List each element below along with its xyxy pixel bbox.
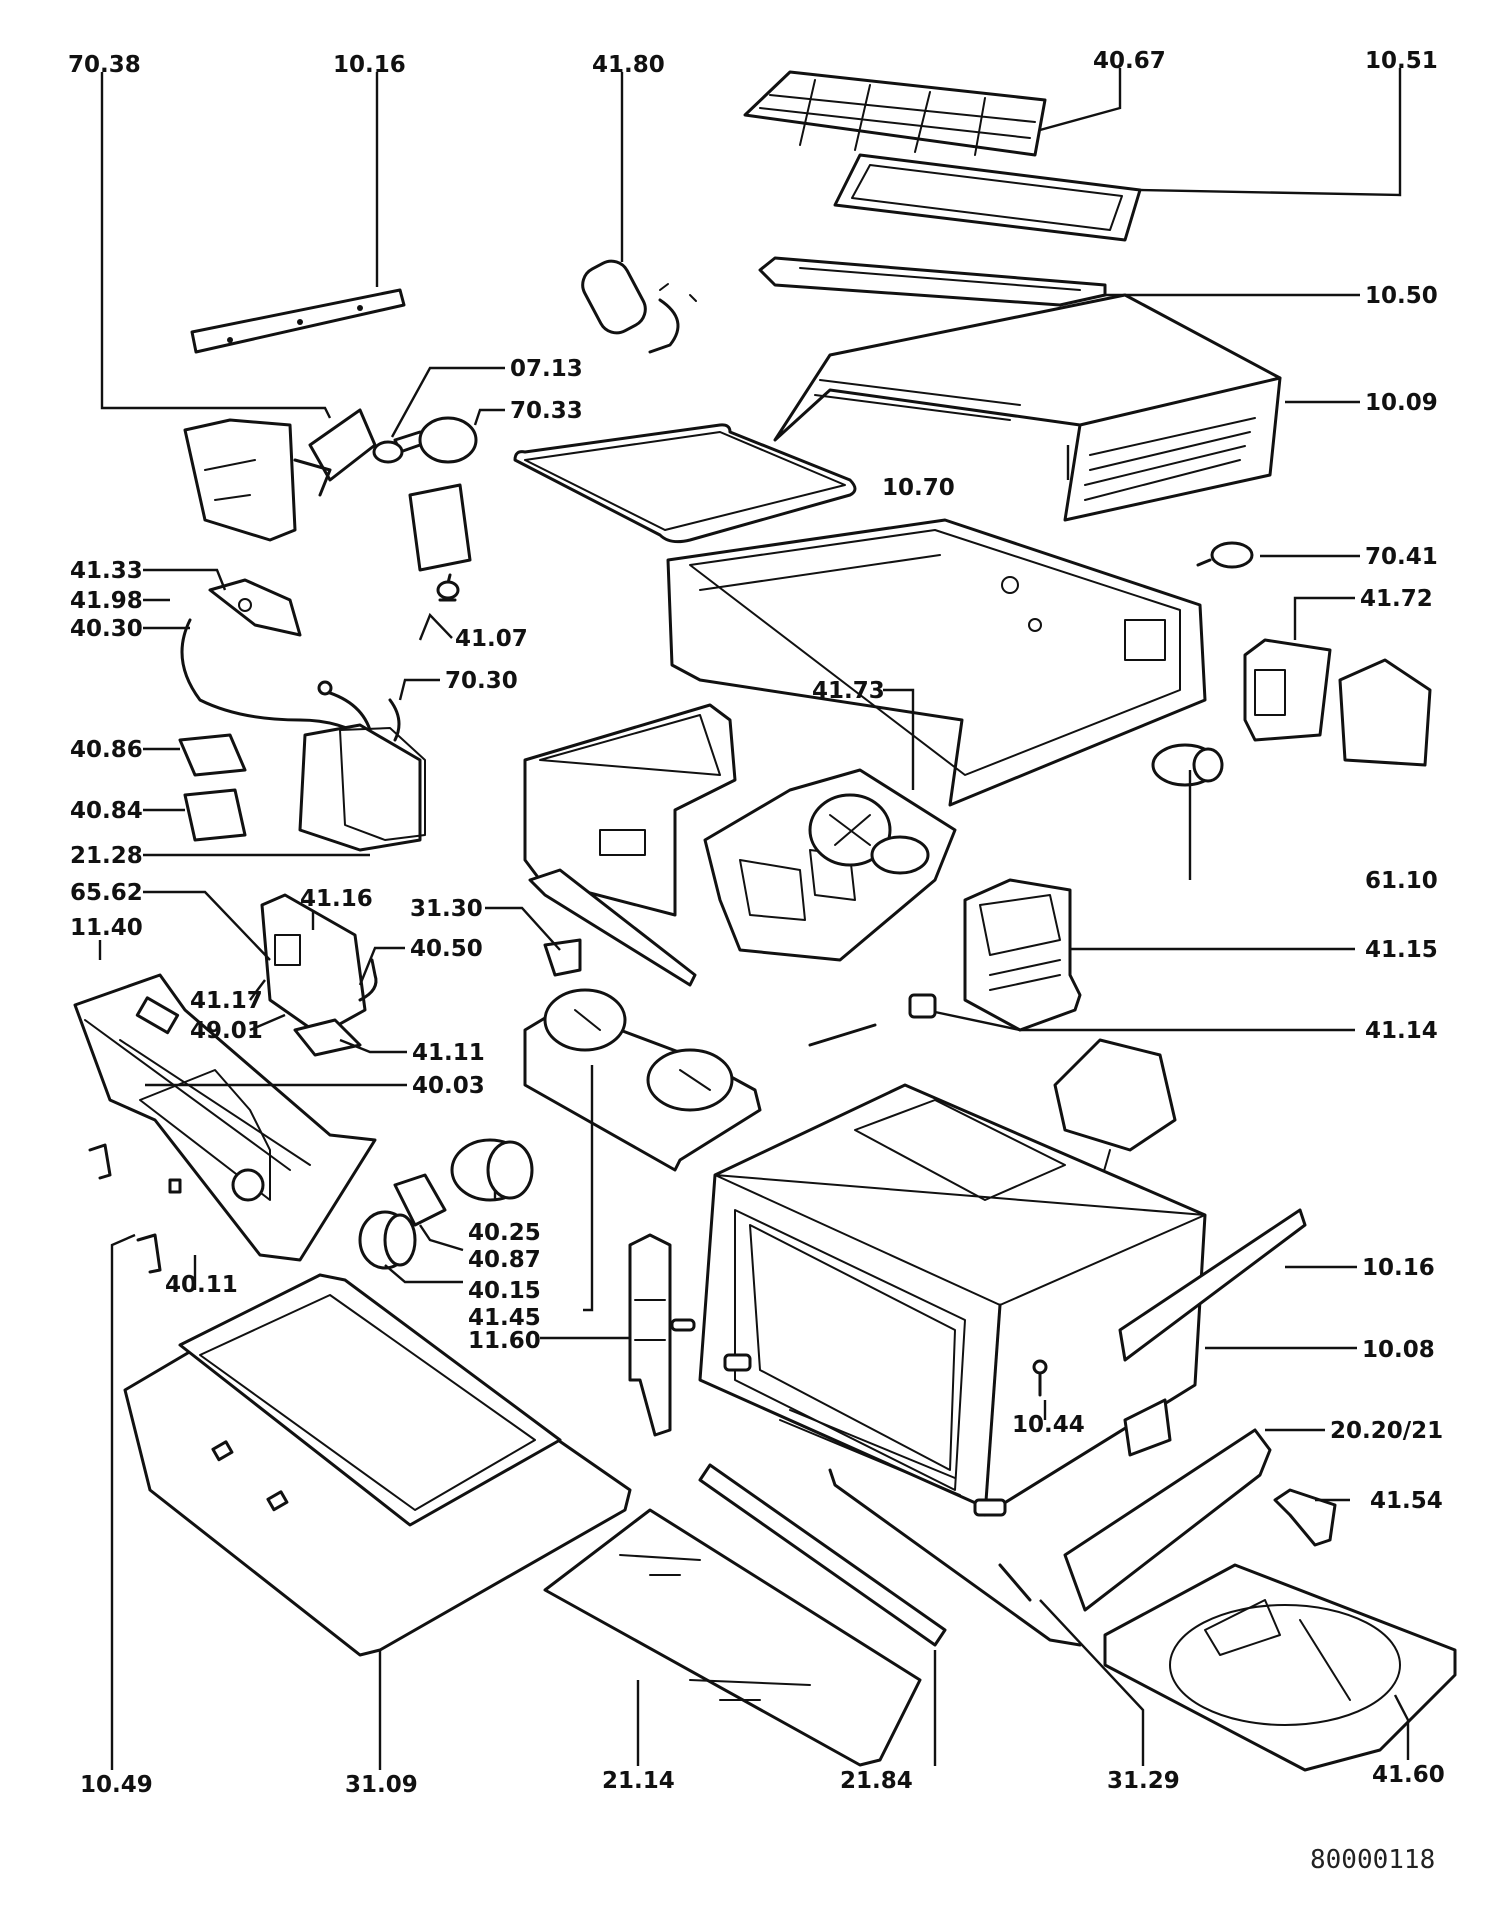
label-31-29: 31.29: [1107, 1768, 1180, 1794]
part-40-11-clips: [88, 1143, 182, 1274]
part-41-33-switch: [208, 578, 302, 637]
part-41-72-transformer: [1243, 638, 1432, 767]
label-41-98: 41.98: [70, 588, 143, 614]
part-31-09-door: [123, 1273, 632, 1657]
label-11-60: 11.60: [468, 1328, 541, 1354]
label-10-51: 10.51: [1365, 48, 1438, 74]
part-labels: 70.38 10.16 41.80 40.67 10.51 10.50 10.0…: [68, 48, 1445, 1798]
part-21-14-glass-panel: [543, 1508, 922, 1767]
label-70-33: 70.33: [510, 398, 583, 424]
part-40-15-knob: [358, 1210, 417, 1270]
label-40-86: 40.86: [70, 737, 143, 763]
part-21-84-strip: [698, 1463, 947, 1647]
part-41-54-part: [1273, 1488, 1337, 1547]
label-41-17: 41.17: [190, 988, 263, 1014]
label-41-33: 41.33: [70, 558, 143, 584]
label-40-84: 40.84: [70, 798, 143, 824]
part-07-13-lamp-holder: [293, 408, 377, 497]
part-wiring-harness: [180, 618, 401, 742]
part-10-09-outer-cover: [773, 293, 1282, 522]
label-10-16-side: 10.16: [1362, 1255, 1435, 1281]
label-21-28: 21.28: [70, 843, 143, 869]
label-10-09: 10.09: [1365, 390, 1438, 416]
part-40-84-clip: [183, 788, 247, 842]
label-61-10: 61.10: [1365, 868, 1438, 894]
part-40-25-knob-assembly: [450, 1138, 534, 1202]
label-41-80: 41.80: [592, 52, 665, 78]
part-61-10-fuse-holder: [1151, 743, 1224, 787]
label-41-14: 41.14: [1365, 1018, 1438, 1044]
part-41-16-control-board: [260, 893, 378, 1057]
part-back-frame: [666, 518, 1207, 807]
label-49-01: 49.01: [190, 1018, 263, 1044]
part-40-67-label-plate: [743, 70, 1047, 157]
label-20-20-21: 20.20/21: [1330, 1418, 1443, 1444]
part-40-86-bracket: [178, 733, 247, 777]
part-70-41-part: [1196, 541, 1254, 569]
label-10-44: 10.44: [1012, 1412, 1085, 1438]
label-40-50: 40.50: [410, 936, 483, 962]
part-41-07-switch: [408, 483, 472, 602]
part-41-45-motor-assembly: [523, 988, 762, 1172]
label-41-07: 41.07: [455, 626, 528, 652]
label-40-87: 40.87: [468, 1247, 541, 1273]
label-31-09: 31.09: [345, 1772, 418, 1798]
part-40-87-knob: [393, 1173, 447, 1227]
part-41-15-magnetron: [963, 878, 1082, 1032]
label-65-62: 65.62: [70, 880, 143, 906]
part-20-20-hinge-cover: [1063, 1398, 1272, 1612]
label-40-67: 40.67: [1093, 48, 1166, 74]
label-10-49: 10.49: [80, 1772, 153, 1798]
label-07-13: 07.13: [510, 356, 583, 382]
label-70-30: 70.30: [445, 668, 518, 694]
label-21-84: 21.84: [840, 1768, 913, 1794]
part-10-50-tray: [758, 256, 1107, 307]
part-70-33-bulb: [372, 416, 478, 464]
label-70-38: 70.38: [68, 52, 141, 78]
leader-lines: [98, 68, 1410, 1770]
label-40-25: 40.25: [468, 1220, 541, 1246]
label-41-16: 41.16: [300, 886, 373, 912]
part-11-60-bracket: [628, 1233, 696, 1437]
part-10-70-seal: [513, 423, 857, 544]
label-41-15: 41.15: [1365, 937, 1438, 963]
label-40-15: 40.15: [468, 1278, 541, 1304]
label-10-50: 10.50: [1365, 283, 1438, 309]
label-21-14: 21.14: [602, 1768, 675, 1794]
part-41-73-chassis: [523, 703, 957, 962]
label-31-30: 31.30: [410, 896, 483, 922]
label-41-72: 41.72: [1360, 586, 1433, 612]
label-10-70: 10.70: [882, 475, 955, 501]
part-41-60-base-plate: [1103, 1563, 1457, 1772]
part-10-51-frame: [833, 153, 1142, 242]
part-11-40-control-panel: [73, 973, 377, 1262]
label-40-30: 40.30: [70, 616, 143, 642]
label-41-45: 41.45: [468, 1305, 541, 1331]
part-31-30-bracket: [528, 868, 697, 987]
part-70-38-bracket: [183, 418, 297, 542]
part-10-44-screw: [1032, 1359, 1048, 1397]
part-10-16-side-rail: [1118, 1208, 1307, 1362]
label-10-16-top: 10.16: [333, 52, 406, 78]
label-41-54: 41.54: [1370, 1488, 1443, 1514]
document-number: 80000118: [1310, 1845, 1435, 1875]
label-41-73: 41.73: [812, 678, 885, 704]
label-40-03: 40.03: [412, 1073, 485, 1099]
label-70-41: 70.41: [1365, 544, 1438, 570]
part-21-28-circuit-board: [298, 723, 426, 852]
label-41-60: 41.60: [1372, 1762, 1445, 1788]
part-31-29-rod: [828, 1468, 1082, 1647]
label-10-08: 10.08: [1362, 1337, 1435, 1363]
label-40-11: 40.11: [165, 1272, 238, 1298]
label-11-40: 11.40: [70, 915, 143, 941]
label-41-11: 41.11: [412, 1040, 485, 1066]
part-10-08-main-cavity: [698, 1083, 1207, 1517]
part-41-80-capacitor: [581, 259, 697, 354]
part-10-16-rail: [190, 288, 406, 354]
